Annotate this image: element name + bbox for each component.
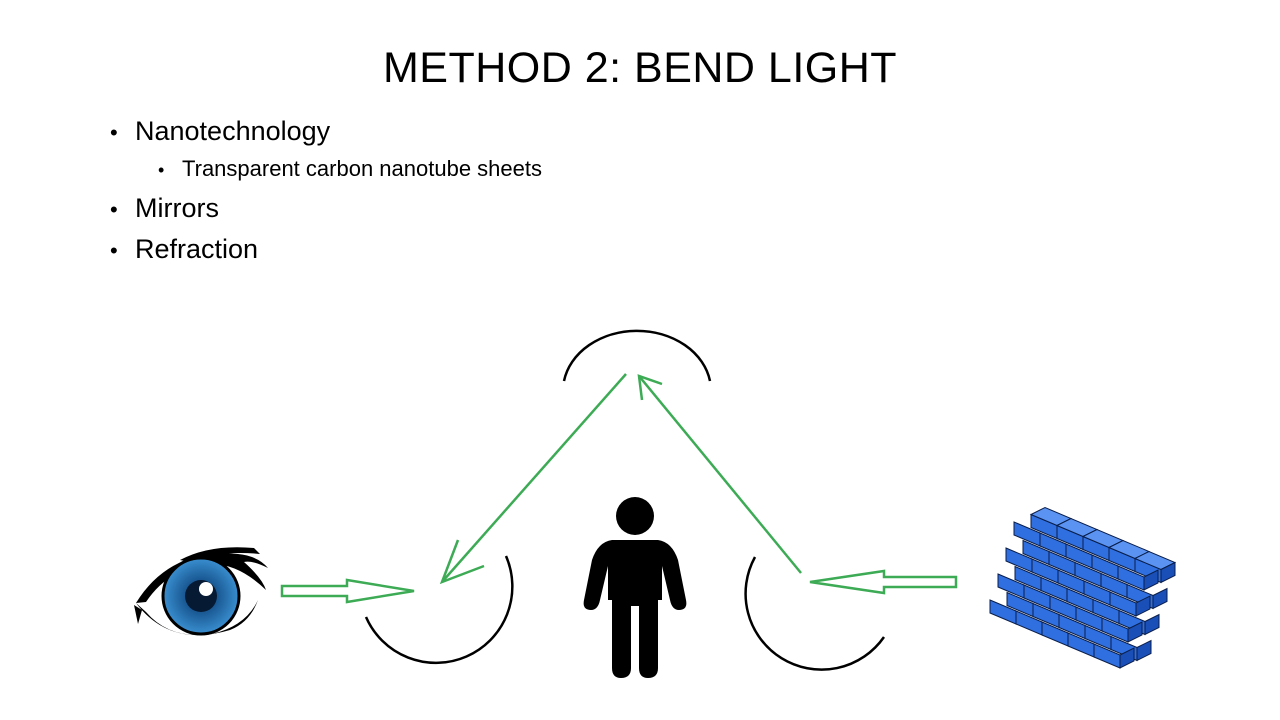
arrow-icon (637, 374, 802, 574)
bullet-item-mirrors: • Mirrors (110, 191, 219, 227)
brick-side (1160, 561, 1176, 584)
left-mirror-icon (364, 555, 514, 665)
brick-side (1152, 587, 1168, 610)
bullet-dot: • (110, 238, 118, 263)
brick-side (1144, 613, 1160, 636)
brick-wall-icon (989, 506, 1177, 669)
arrow-icon (439, 373, 627, 585)
brick-side (1135, 595, 1151, 617)
person-icon (583, 497, 687, 678)
brick-side (1143, 569, 1159, 591)
top-mirror-icon (562, 329, 712, 382)
right-mirror-icon (744, 556, 886, 671)
bullet-text: Mirrors (135, 193, 219, 223)
arrow-icon (809, 569, 958, 595)
brick-side (1127, 621, 1143, 643)
bullet-text: Transparent carbon nanotube sheets (182, 156, 542, 181)
brick-side (1136, 639, 1152, 662)
bullet-item-refraction: • Refraction (110, 232, 258, 268)
bullet-dot: • (158, 160, 165, 180)
bullet-item-nanotube-sheets: • Transparent carbon nanotube sheets (158, 155, 542, 184)
arrow-icon (280, 578, 415, 604)
bullet-text: Refraction (135, 234, 259, 264)
bullet-text: Nanotechnology (135, 116, 331, 146)
bullet-dot: • (110, 197, 118, 222)
page-title: METHOD 2: BEND LIGHT (382, 44, 898, 92)
bullet-dot: • (110, 120, 118, 145)
brick-side (1119, 647, 1135, 669)
eye-icon (134, 547, 268, 636)
bullet-item-nanotechnology: • Nanotechnology (110, 114, 330, 150)
